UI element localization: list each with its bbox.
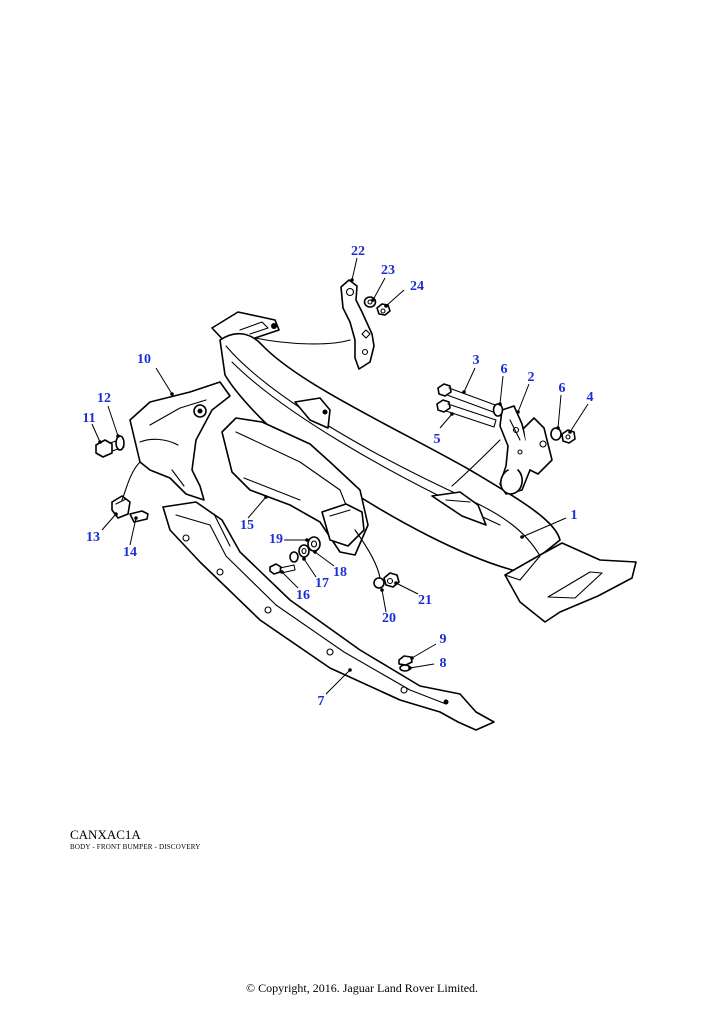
nut-part [376,303,391,316]
callout-2: 2 [527,370,535,385]
callout-23: 23 [381,263,395,278]
callout-10: 10 [137,352,151,367]
callout-19: 19 [269,532,283,547]
callout-9: 9 [439,632,447,647]
callout-8: 8 [439,656,447,671]
washer-right-part [373,577,385,589]
spacer-part [298,544,310,558]
callout-22: 22 [351,244,365,259]
nut-lower-part [398,655,413,666]
callout-11: 11 [82,411,96,426]
left-corner-trim-part [129,381,231,501]
callout-17: 17 [315,576,329,591]
bolt-lower-part [436,399,497,428]
callout-18: 18 [333,565,347,580]
callout-7: 7 [317,694,325,709]
callout-6b: 6 [558,381,566,396]
connection-curve-left [121,461,141,501]
callout-1: 1 [570,508,578,523]
lower-valance-panel-part [221,417,369,556]
callout-14: 14 [123,545,137,560]
bumper-beam-part [219,332,637,623]
callout-13: 13 [86,530,100,545]
callout-24: 24 [410,279,424,294]
nut-right-part [383,572,400,588]
callout-21: 21 [418,593,432,608]
upper-mounting-bracket-part [340,279,375,370]
washer-6a-part [492,403,504,417]
callout-leader-lines [91,257,589,695]
diagram-reference-code: CANXAC1A [70,827,141,842]
washer-small-part [115,435,125,451]
connection-curve-right [451,439,501,487]
callout-16: 16 [296,588,310,603]
callout-5: 5 [433,432,441,447]
screw-part [129,510,149,523]
screw-lower-part [269,563,296,575]
connection-curve-upper [254,337,351,345]
connection-curve-lower [354,529,381,579]
copyright-notice: © Copyright, 2016. Jaguar Land Rover Lim… [245,981,479,995]
callout-20: 20 [382,611,396,626]
callout-12: 12 [97,391,111,406]
callout-6a: 6 [500,362,508,377]
washer-6b-part [550,427,562,441]
callout-15: 15 [240,518,254,533]
callout-4: 4 [586,390,594,405]
callout-3: 3 [472,353,480,368]
nut-4-part [561,429,576,444]
washer-flat-part [289,551,299,563]
lower-spoiler-strip-part [162,501,495,731]
grommet-part [307,536,321,552]
diagram-description: BODY - FRONT BUMPER - DISCOVERY [70,843,201,851]
towing-eye-bracket-part [499,405,553,495]
